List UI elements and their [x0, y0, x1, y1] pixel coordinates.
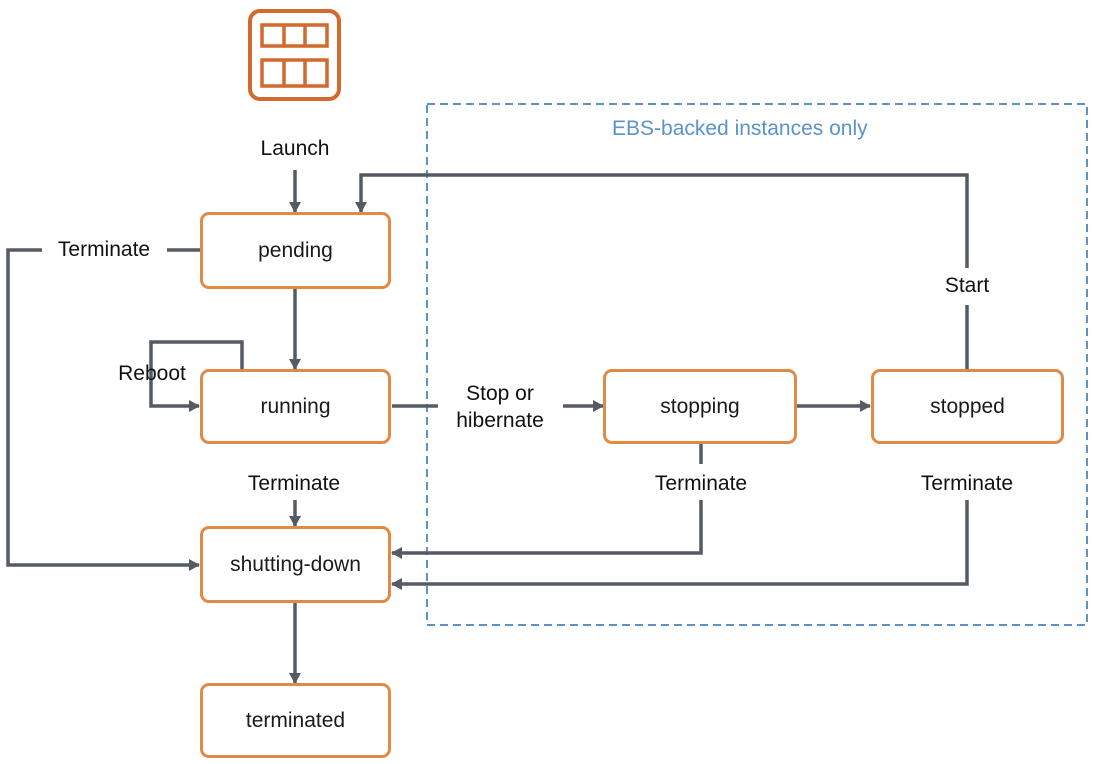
label-terminate-stopped: Terminate: [907, 470, 1027, 497]
ec2-instance-icon: [248, 9, 341, 101]
state-pending: pending: [200, 212, 391, 289]
ebs-region-box: [426, 103, 1088, 626]
arrow-pending-terminate-down: [6, 248, 200, 571]
arrow-start-upper: [355, 173, 969, 268]
state-shutting-down: shutting-down: [200, 526, 391, 603]
label-terminate-pending: Terminate: [44, 236, 164, 263]
arrow-stopping-terminate: [391, 500, 703, 559]
label-start: Start: [927, 272, 1007, 299]
state-running: running: [200, 369, 391, 444]
label-launch: Launch: [245, 135, 345, 162]
arrow-reboot: [149, 340, 244, 412]
label-terminate-running: Terminate: [234, 470, 354, 497]
state-terminated: terminated: [200, 683, 391, 758]
label-terminate-stopping: Terminate: [641, 470, 761, 497]
state-stopping: stopping: [603, 369, 797, 444]
state-stopped: stopped: [871, 369, 1064, 444]
label-stop-or-hibernate: Stop or hibernate: [440, 380, 560, 434]
label-reboot: Reboot: [118, 362, 186, 385]
region-title: EBS-backed instances only: [612, 117, 868, 140]
arrow-stopped-terminate: [391, 500, 969, 590]
